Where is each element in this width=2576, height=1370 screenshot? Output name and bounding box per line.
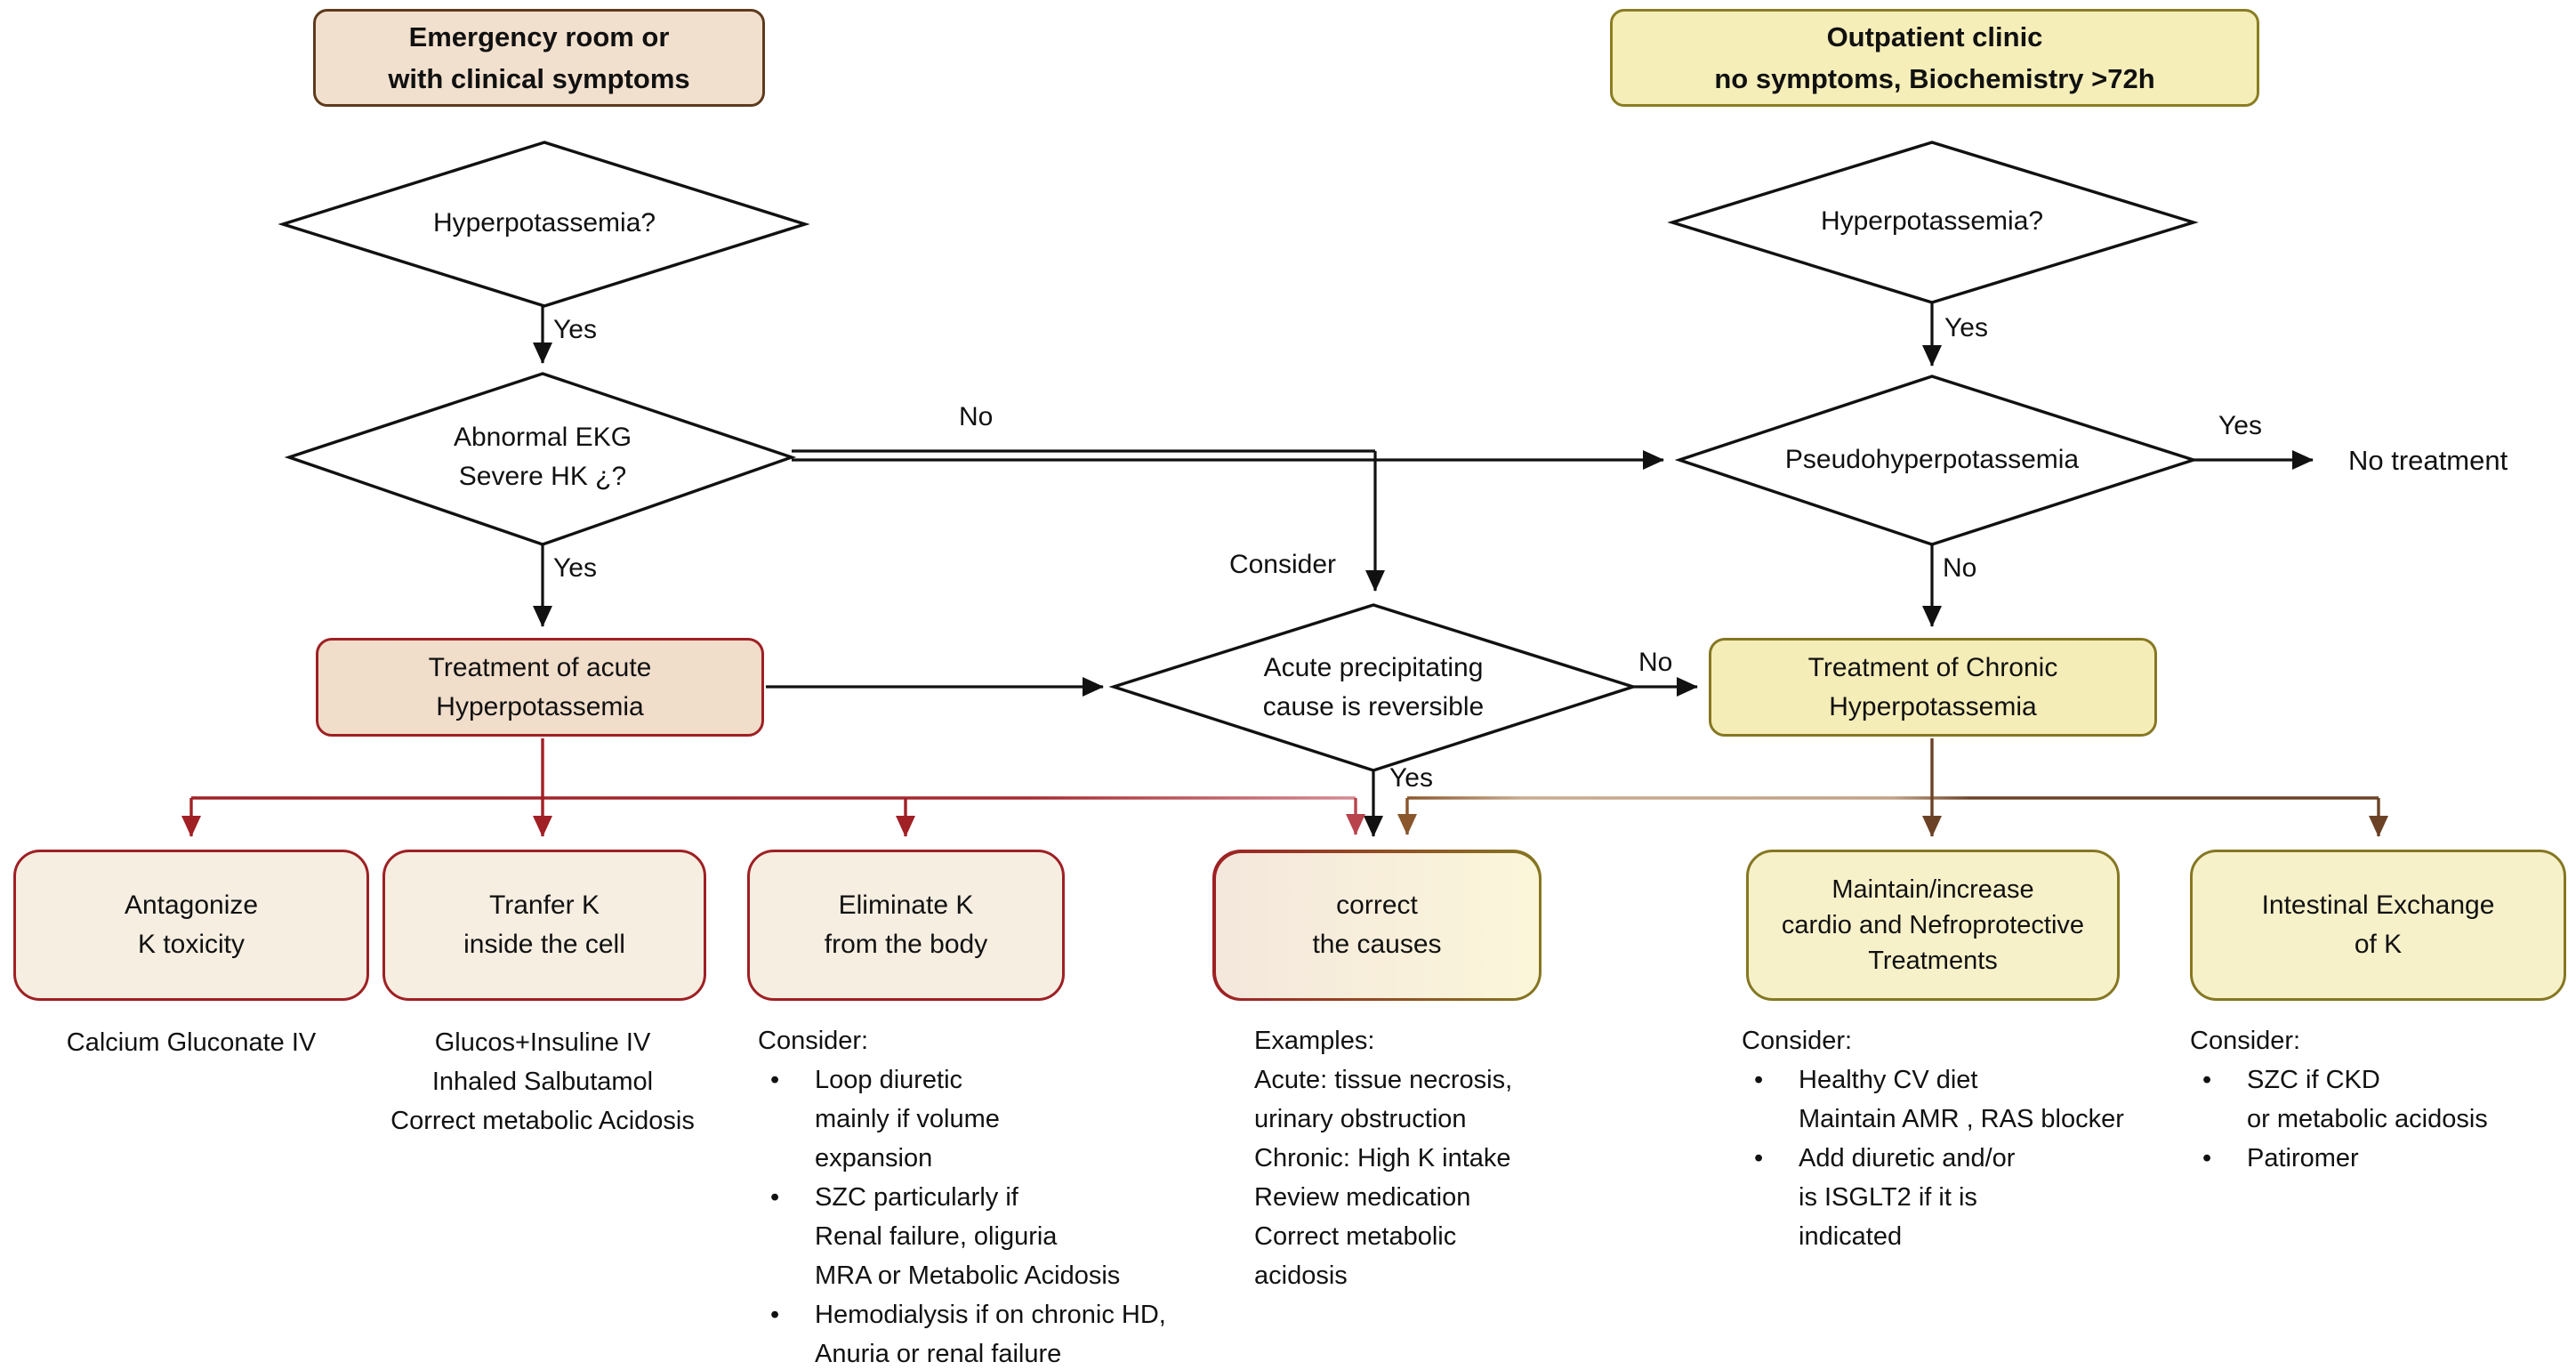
correct-causes-box: correct the causes [1212,850,1542,1001]
detail-line: Correct metabolic [1254,1222,1457,1251]
bullet-glyph: • [2202,1144,2212,1173]
start-box-outpatient: Outpatient clinic no symptoms, Biochemis… [1610,9,2259,107]
detail-bullet-line: • Add diuretic and/or [1742,1139,2293,1178]
detail-line-text: Patiromer [2247,1144,2359,1173]
detail-line: Glucos+Insuline IV [434,1028,651,1057]
maintain-box: Maintain/increase cardio and Nefroprotec… [1746,850,2120,1001]
bullet-glyph: • [770,1066,780,1094]
detail-line: expansion [815,1144,933,1173]
detail-line: MRA or Metabolic Acidosis [815,1261,1121,1290]
intestinal-detail: Consider: • SZC if CKD or metabolic acido… [2190,1021,2576,1178]
decision-pseudohyperpotassemia-label: Pseudohyperpotassemia [1784,445,2080,474]
no-treatment-label: No treatment [2348,445,2508,476]
detail-line: is ISGLT2 if it is [1799,1183,1977,1212]
detail-line: Acute: tissue necrosis, [1254,1066,1513,1094]
edge-label-no-reversible: No [1638,648,1673,677]
edge-label-consider: Consider [1228,550,1336,579]
red-arrows [181,738,1365,837]
antagonize-detail: Calcium Gluconate IV [4,1023,378,1062]
detail-bullet-line: • SZC particularly if [758,1178,1256,1217]
detail-line-text: SZC particularly if [815,1183,1018,1212]
detail-line: Correct metabolic Acidosis [390,1107,695,1135]
detail-line-text: Add diuretic and/or [1799,1144,2016,1173]
edge-label-yes-2: Yes [553,553,597,583]
bullet-glyph: • [2202,1066,2212,1094]
diamond-hyperpotassemia-left [278,141,810,308]
edge-label-no-ekg: No [959,402,994,431]
causes-detail: Examples: Acute: tissue necrosis, urinar… [1254,1021,1752,1295]
decision-hyperpotassemia-right-label: Hyperpotassemia? [1820,206,2044,236]
eliminate-box: Eliminate K from the body [747,850,1065,1001]
decision-hyperpotassemia-left-label: Hyperpotassemia? [432,208,656,238]
detail-line: Calcium Gluconate IV [66,1028,317,1057]
bullet-glyph: • [1754,1066,1764,1094]
brown-arrows [1397,738,2388,837]
detail-line: Consider: [2190,1027,2301,1055]
edge-label-yes-3: Yes [1944,313,1988,342]
detail-line: Inhaled Salbutamol [431,1068,654,1096]
correct-causes-box-label: correct the causes [1215,852,1539,998]
detail-line: Consider: [758,1027,869,1055]
treatment-acute-box: Treatment of acute Hyperpotassemia [316,638,764,737]
intestinal-box: Intestinal Exchange of K [2190,850,2566,1001]
detail-bullet-line: • Loop diuretic [758,1060,1256,1100]
bullet-glyph: • [770,1183,780,1212]
decision-abnormal-ekg-label: Abnormal EKG Severe HK ¿? [453,423,632,491]
detail-line-text: Healthy CV diet [1799,1066,1978,1094]
eliminate-detail: Consider: • Loop diuretic mainly if volum… [758,1021,1256,1370]
detail-line: or metabolic acidosis [2247,1105,2488,1133]
detail-line-text: SZC if CKD [2247,1066,2380,1094]
edge-label-yes-1: Yes [553,315,597,344]
maintain-detail: Consider: • Healthy CV diet Maintain AMR … [1742,1021,2293,1256]
detail-line: Anuria or renal failure [815,1340,1062,1368]
black-arrows [533,302,2314,837]
detail-line: mainly if volume [815,1105,1000,1133]
detail-line: Consider: [1742,1027,1853,1055]
transfer-detail: Glucos+Insuline IV Inhaled Salbutamol Co… [329,1023,756,1140]
detail-line: Renal failure, oliguria [815,1222,1058,1251]
edge-label-yes-5: Yes [1389,763,1433,793]
detail-line: urinary obstruction [1254,1105,1467,1133]
transfer-box: Tranfer K inside the cell [382,850,706,1001]
antagonize-box: Antagonize K toxicity [13,850,369,1001]
detail-line: indicated [1799,1222,1903,1251]
detail-line-text: Loop diuretic [815,1066,963,1094]
edge-label-no-pseudo: No [1943,553,1977,583]
detail-bullet-line: • SZC if CKD [2190,1060,2576,1100]
detail-line-text: Hemodialysis if on chronic HD, [815,1301,1166,1329]
detail-bullet-line: • Patiromer [2190,1139,2576,1178]
decision-diamonds [278,141,2199,772]
edge-label-yes-4: Yes [2218,411,2262,440]
bullet-glyph: • [1754,1144,1764,1173]
detail-line: Examples: [1254,1027,1375,1055]
detail-line: Chronic: High K intake [1254,1144,1511,1173]
start-box-emergency: Emergency room or with clinical symptoms [313,9,765,107]
detail-line: Review medication [1254,1183,1471,1212]
treatment-chronic-box: Treatment of Chronic Hyperpotassemia [1709,638,2157,737]
bullet-glyph: • [770,1301,780,1329]
decision-acute-cause-label: Acute precipitating cause is reversible [1262,653,1485,721]
detail-bullet-line: • Hemodialysis if on chronic HD, [758,1295,1256,1334]
detail-line: Maintain AMR , RAS blocker [1799,1105,2124,1133]
detail-bullet-line: • Healthy CV diet [1742,1060,2293,1100]
detail-line: acidosis [1254,1261,1348,1290]
